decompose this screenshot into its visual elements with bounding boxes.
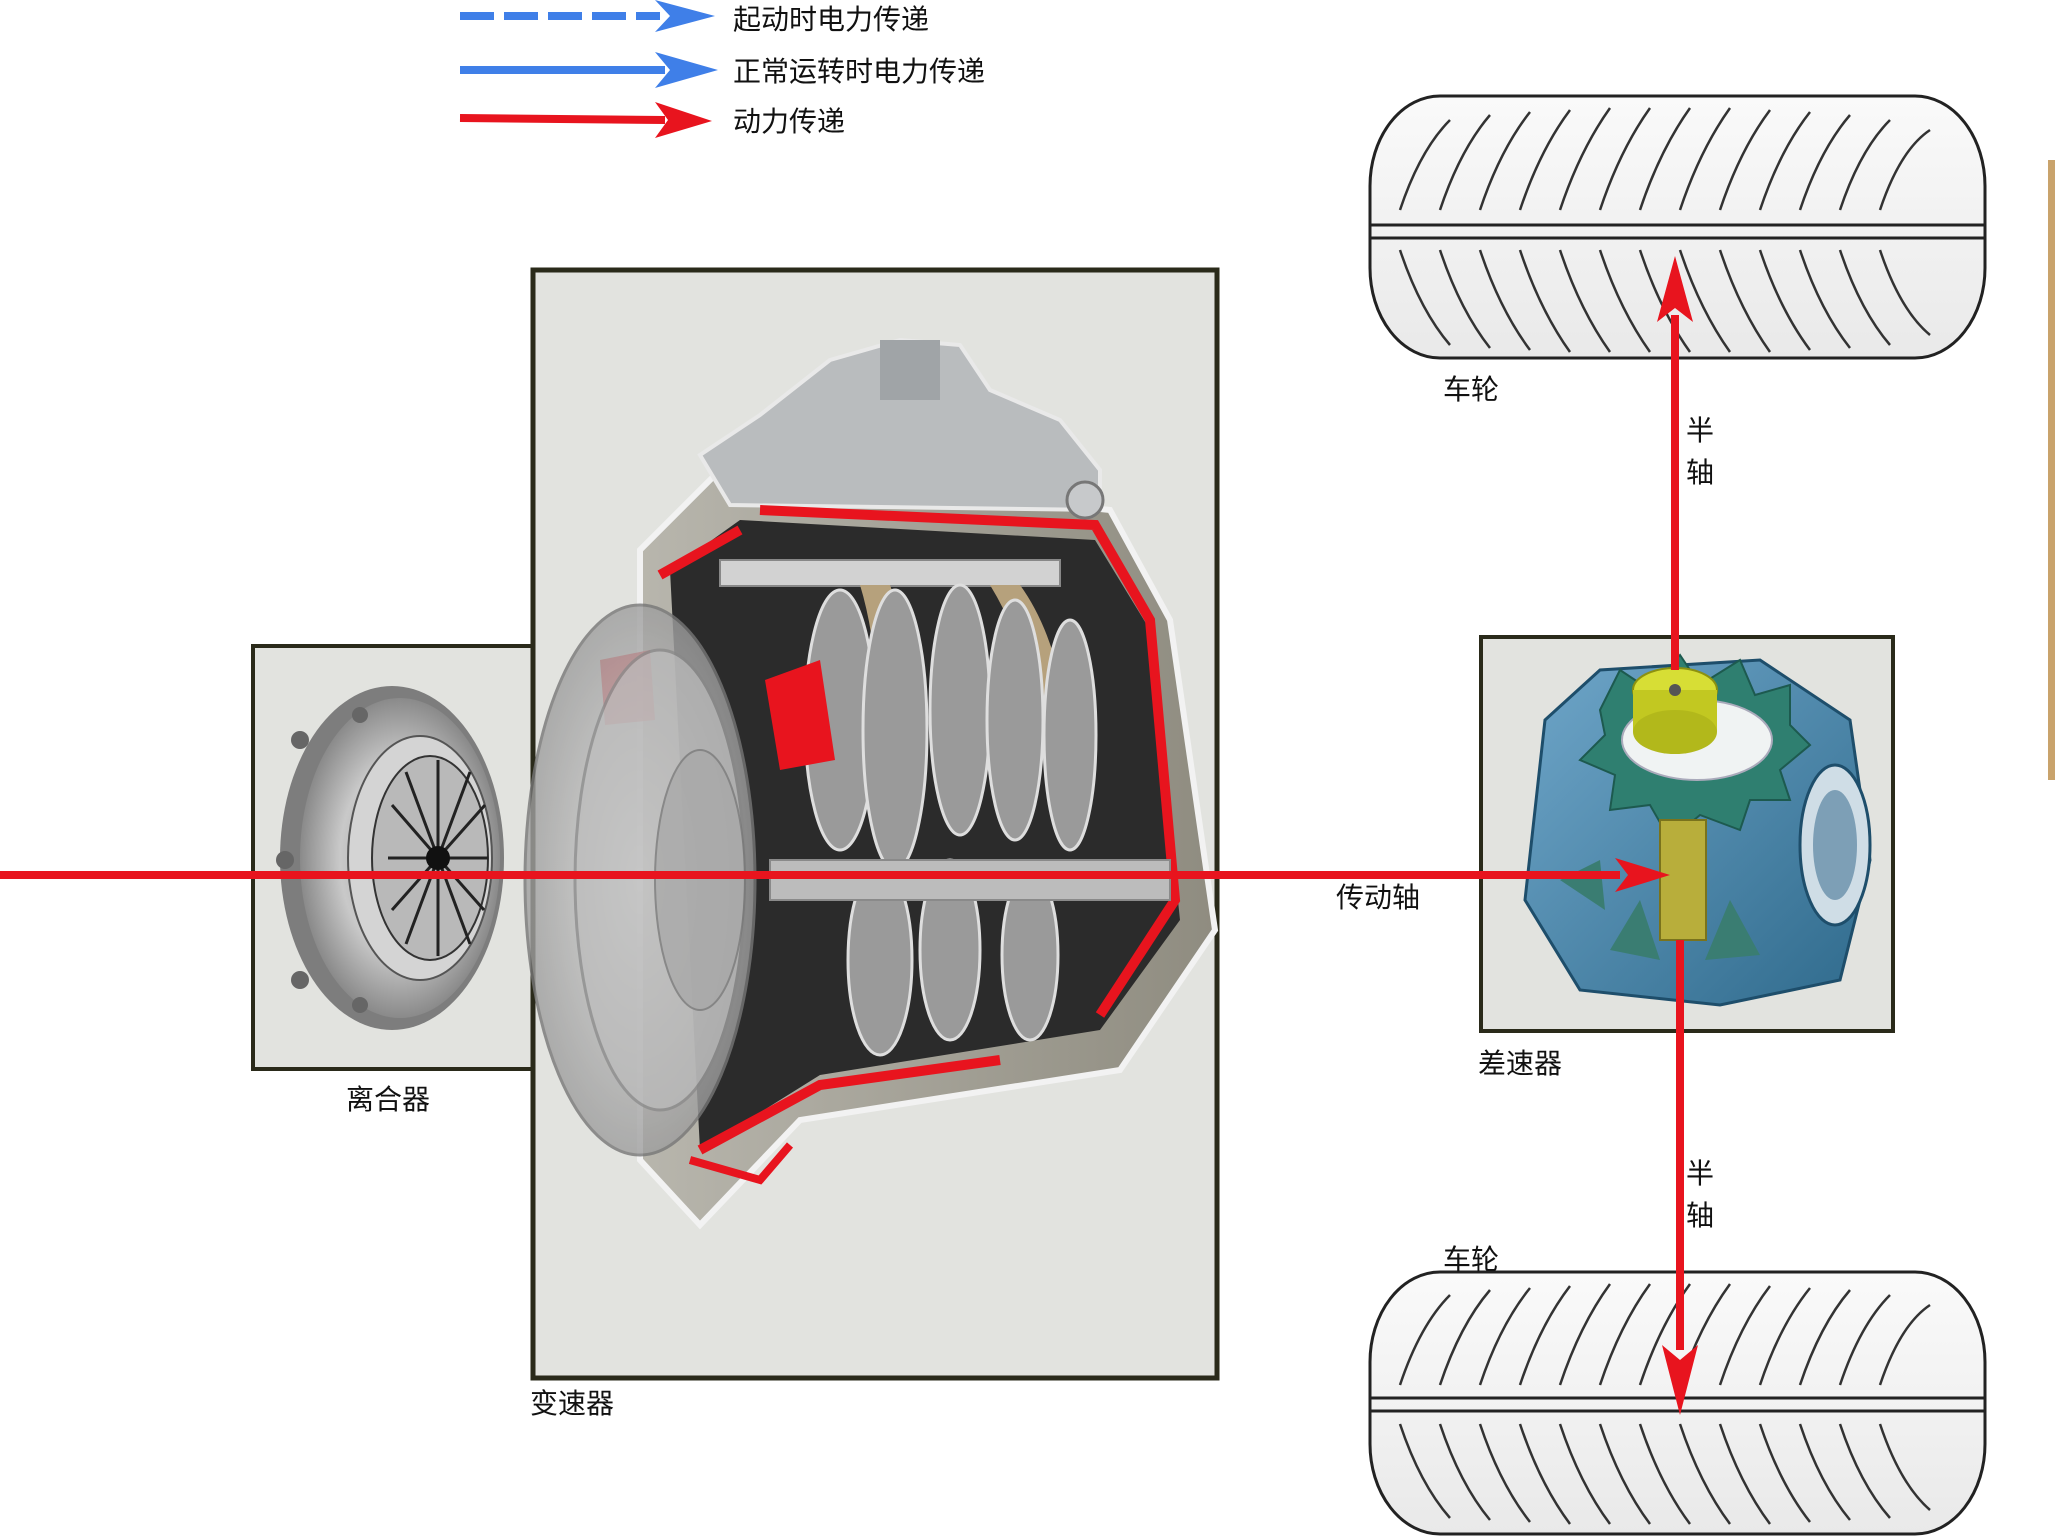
- differential-label: 差速器: [1478, 1047, 1563, 1080]
- legend-startup-label: 起动时电力传递: [733, 3, 930, 36]
- clutch-panel: [251, 644, 537, 1071]
- wheel-top-label: 车轮: [1443, 373, 1500, 406]
- legend-normal-label: 正常运转时电力传递: [733, 55, 986, 88]
- edge-bar: [2048, 160, 2055, 780]
- half-shaft-bottom-label: 半 轴: [1683, 1153, 1717, 1237]
- half-shaft-bottom-char-2: 轴: [1685, 1199, 1714, 1232]
- power-flow-main-arrow: [0, 858, 1670, 892]
- differential-image: [1523, 653, 1872, 1007]
- clutch-label: 离合器: [346, 1083, 431, 1116]
- legend-power-arrow: [459, 102, 712, 138]
- half-shaft-top-label: 半 轴: [1683, 410, 1717, 494]
- half-shaft-top-char-2: 轴: [1685, 456, 1714, 489]
- legend-power-label: 动力传递: [733, 105, 846, 138]
- drive-shaft-label: 传动轴: [1336, 881, 1421, 914]
- half-shaft-top-char-1: 半: [1685, 414, 1714, 447]
- differential-panel: [1479, 635, 1895, 1033]
- half-shaft-bottom-char-1: 半: [1685, 1157, 1714, 1190]
- legend-startup-arrow: [460, 0, 715, 32]
- transmission-panel: [523, 267, 1220, 1381]
- transmission-image: [523, 337, 1219, 1230]
- power-flow-up-arrow: [1657, 256, 1693, 670]
- transmission-label: 变速器: [530, 1387, 615, 1420]
- legend-normal-arrow: [460, 52, 718, 88]
- wheel-bottom-label: 车轮: [1443, 1243, 1500, 1276]
- power-flow-down-arrow: [1662, 940, 1698, 1415]
- clutch-image: [276, 686, 504, 1030]
